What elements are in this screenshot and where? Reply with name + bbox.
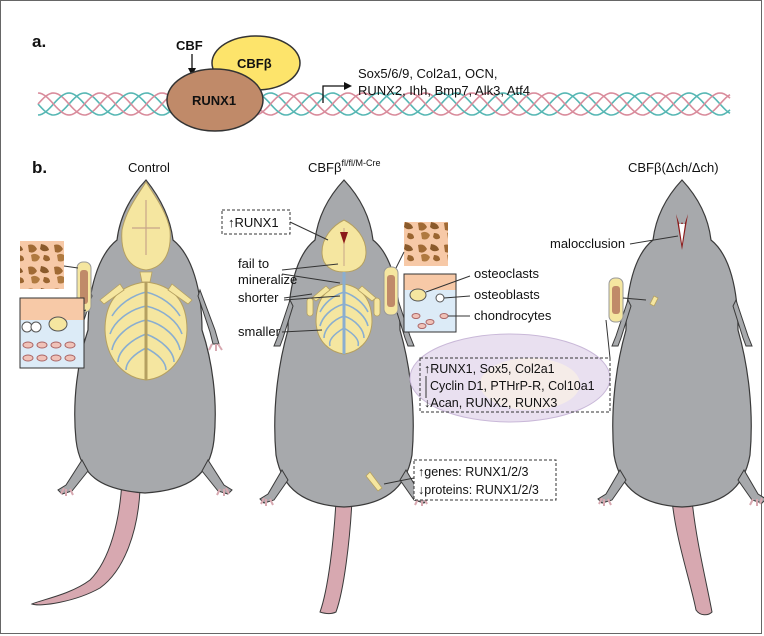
- trabecular-inset-mutant: [404, 222, 448, 266]
- cbf-label: CBF: [176, 38, 203, 53]
- expression-line3: ↓Acan, RUNX2, RUNX3: [424, 396, 557, 410]
- panel-a-label: a.: [32, 32, 46, 51]
- panel-b-label: b.: [32, 158, 47, 177]
- dna-strand: [37, 92, 731, 116]
- targets-line1: Sox5/6/9, Col2a1, OCN,: [358, 66, 497, 81]
- fail-label-1: fail to: [238, 256, 269, 271]
- control-title: Control: [128, 160, 170, 175]
- runx1-up-box: [221, 209, 291, 235]
- growth-plate-inset-control: [19, 297, 85, 369]
- malocclusion-label: malocclusion: [550, 236, 625, 251]
- genes-proteins-box: [413, 459, 557, 501]
- mouse-control: [30, 179, 233, 606]
- expression-box: [419, 357, 611, 413]
- expression-line1: ↑RUNX1, Sox5, Col2a1: [424, 362, 555, 376]
- tail: [319, 499, 353, 614]
- tail: [30, 479, 141, 606]
- mouse-chondro-mutant: [597, 179, 764, 616]
- mouse-body: [612, 179, 752, 508]
- runx1-up-label: ↑RUNX1: [228, 215, 279, 230]
- proteins-line: ↓proteins: RUNX1/2/3: [418, 483, 539, 497]
- runx1-ellipse: [166, 68, 264, 132]
- dna-strand: [37, 92, 731, 116]
- targets-line2: RUNX2, Ihh, Bmp7, Alk3, Atf4: [358, 83, 530, 98]
- smaller-label: smaller: [238, 324, 281, 339]
- chondro-mutant-title: CBFβ(Δch/Δch): [628, 160, 719, 175]
- dna-helix: [37, 92, 731, 116]
- genes-line: ↑genes: RUNX1/2/3: [418, 465, 529, 479]
- hind-limb-bone: [365, 471, 383, 492]
- osteoclasts-label: osteoclasts: [474, 266, 540, 281]
- shorter-label: shorter: [238, 290, 279, 305]
- trabecular-inset-control: [20, 241, 64, 289]
- dna-strand: [37, 92, 731, 116]
- mouse-mutant: [259, 179, 429, 614]
- chondrocytes-label: chondrocytes: [474, 308, 552, 323]
- osteoblasts-label: osteoblasts: [474, 287, 540, 302]
- runx1-label: RUNX1: [192, 93, 236, 108]
- expression-line2: Cyclin D1, PTHrP-R, Col10a1: [430, 379, 595, 393]
- dna-strand: [37, 92, 731, 116]
- cbfb-label: CBFβ: [237, 56, 272, 71]
- tail: [671, 499, 713, 616]
- transcription-arrow: [322, 82, 352, 103]
- mutant-title: CBFβfl/fl/M-Cre: [308, 158, 380, 175]
- growth-plate-inset-mutant: [403, 273, 457, 333]
- fail-label-2: mineralize: [238, 272, 297, 287]
